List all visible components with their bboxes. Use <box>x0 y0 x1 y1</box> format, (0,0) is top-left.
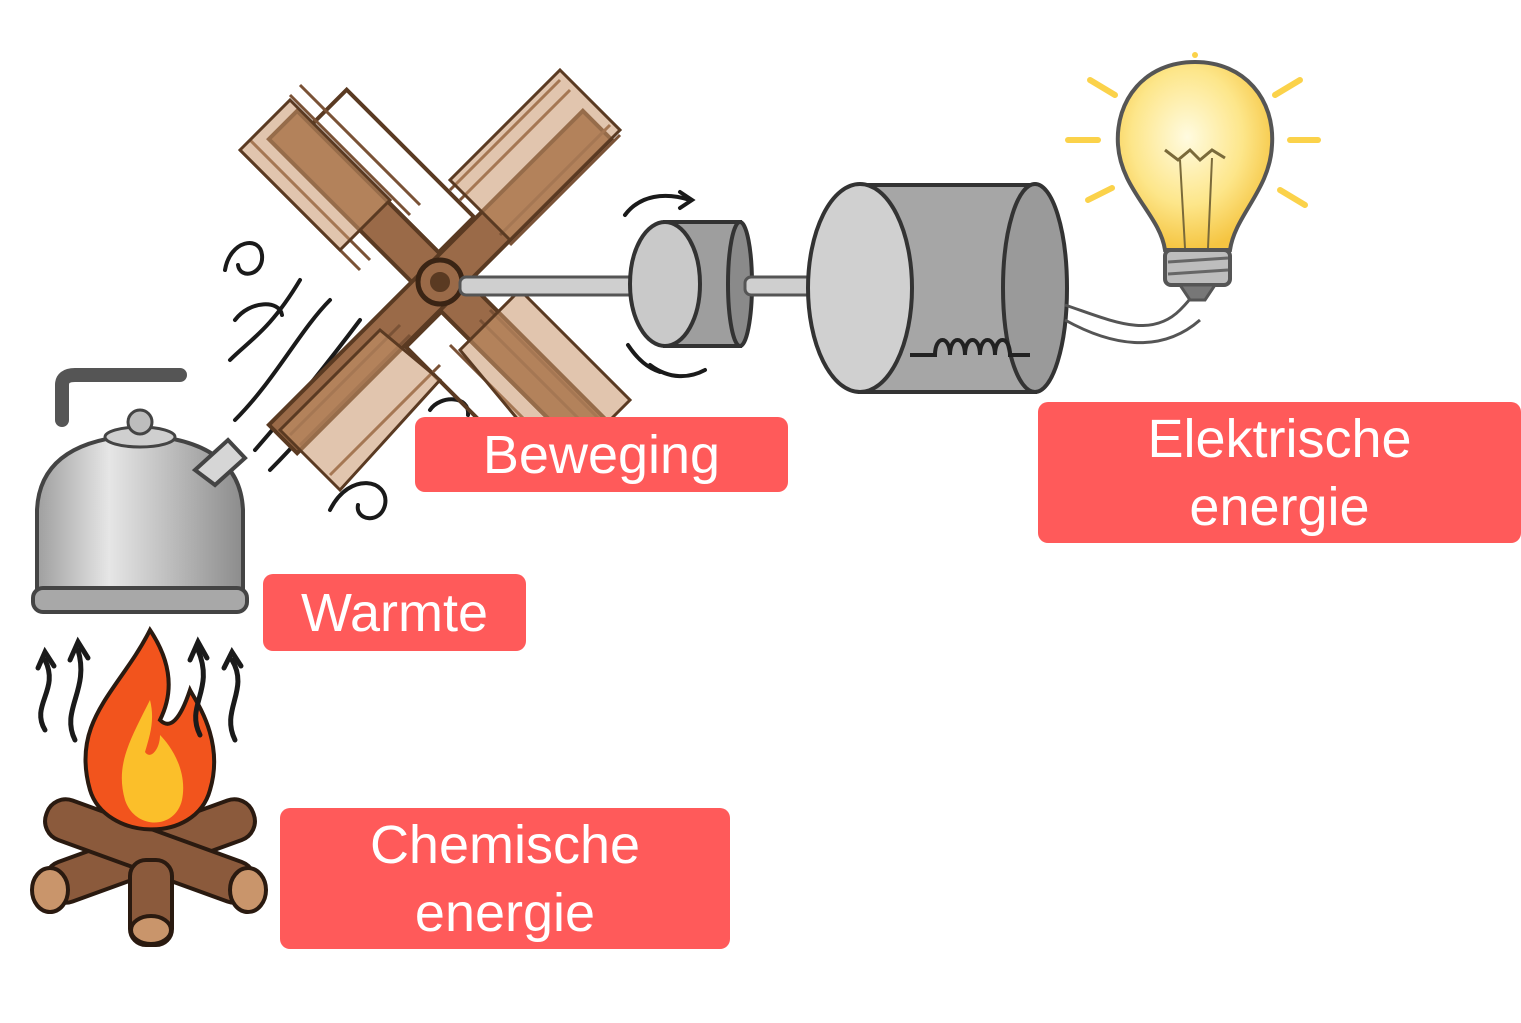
label-beweging: Beweging <box>415 417 788 492</box>
label-beweging-text: Beweging <box>482 424 721 485</box>
lightbulb-icon <box>1065 52 1321 302</box>
windmill-icon <box>237 67 633 493</box>
label-chemische-energie: Chemische energie <box>280 808 730 949</box>
kettle-icon <box>31 368 249 614</box>
label-elektrische-energie: Elektrische energie <box>1038 402 1521 543</box>
campfire-icon <box>30 626 268 947</box>
label-warmte-text: Warmte <box>301 582 488 643</box>
wire-icon <box>1064 289 1201 345</box>
label-chemische-energie-text: Chemische energie <box>369 814 641 943</box>
flywheel-icon <box>623 190 754 379</box>
generator-icon <box>806 182 1069 394</box>
label-warmte: Warmte <box>263 574 526 651</box>
label-elektrische-energie-text: Elektrische energie <box>1147 408 1412 537</box>
heat-arrow-icon <box>35 636 244 743</box>
